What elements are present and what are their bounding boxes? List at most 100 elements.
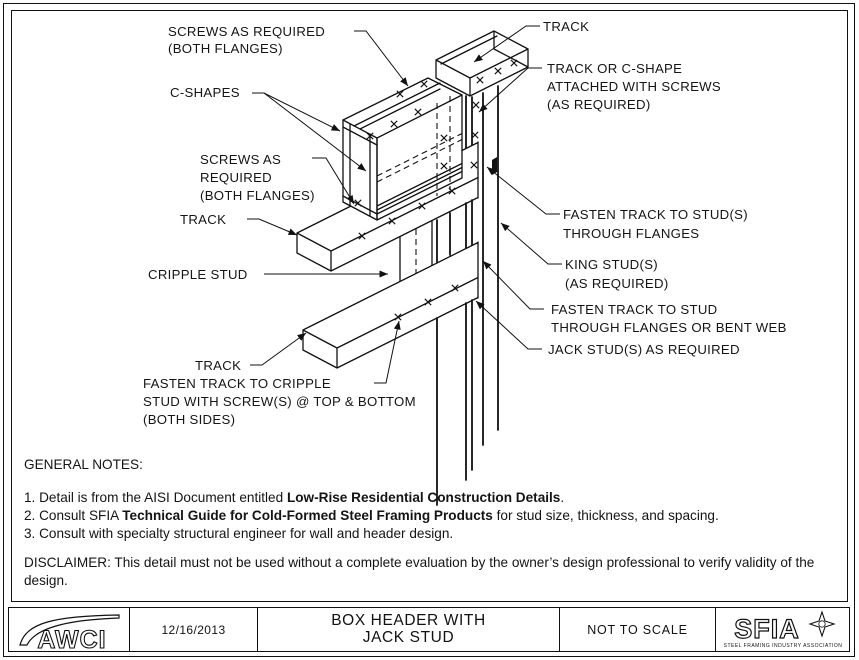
note-1-text: 1. Detail is from the AISI Document enti… [24, 490, 287, 505]
label-king-studs-2: (AS REQUIRED) [565, 276, 669, 291]
label-track-top: TRACK [543, 19, 589, 34]
screw-x-icon [390, 120, 398, 128]
framing-geometry [296, 30, 529, 369]
leader-cshapes-2 [263, 92, 367, 172]
leader-fasten-cripple [374, 320, 401, 384]
sfia-tagline: STEEL FRAMING INDUSTRY ASSOCIATION [723, 643, 842, 649]
sfia-logo: SFIA STEEL FRAMING INDUSTRY ASSOCIATION [723, 610, 842, 649]
sfia-star-icon [807, 610, 836, 638]
note-2-text: 2. Consult SFIA [24, 508, 123, 523]
sfia-star-center-icon [817, 620, 826, 628]
screw-x-icon [420, 80, 428, 88]
note-1-end: . [560, 490, 565, 505]
sfia-logo-cell: SFIA STEEL FRAMING INDUSTRY ASSOCIATION [716, 608, 849, 651]
note-1-bold: Low-Rise Residential Construction Detail… [286, 490, 561, 505]
label-screws-top-2: (BOTH FLANGES) [168, 41, 283, 56]
sheet-outer-border [3, 3, 855, 657]
screw-marks [354, 59, 518, 321]
note-item-3: 3. Consult with specialty structural eng… [24, 526, 454, 541]
leader-track-top [473, 25, 540, 63]
top-track [435, 30, 529, 97]
label-screws-mid-2: REQUIRED [200, 170, 272, 185]
label-king-studs-1: KING STUD(S) [565, 257, 658, 272]
track-stud-junction-mark [492, 157, 497, 175]
leader-cshapes-1 [252, 92, 341, 132]
scale-cell: NOT TO SCALE [560, 608, 716, 651]
screw-x-icon [354, 199, 362, 207]
label-fasten-flanges-2: THROUGH FLANGES [563, 226, 699, 241]
drawing-date: 12/16/2013 [161, 622, 226, 637]
screw-x-icon [414, 108, 422, 116]
screw-x-icon [510, 59, 518, 67]
leader-fasten-flanges [486, 166, 560, 215]
note-2-bold: Technical Guide for Cold-Formed Steel Fr… [122, 508, 493, 523]
screw-x-icon [451, 284, 459, 292]
general-notes-section: GENERAL NOTES: 1. Detail is from the AIS… [24, 456, 836, 590]
leader-jack-studs [475, 300, 542, 350]
screw-x-icon [471, 131, 479, 139]
screw-x-icon [440, 134, 448, 142]
label-fasten-web-1: FASTEN TRACK TO STUD [551, 302, 717, 317]
screw-x-icon [424, 298, 432, 306]
hidden-lines [376, 96, 463, 273]
leader-king-studs [500, 222, 562, 265]
label-fasten-cripple-2: STUD WITH SCREW(S) @ TOP & BOTTOM [143, 394, 416, 409]
awci-logo: AWCI [19, 613, 120, 651]
awci-logo-text: AWCI [37, 626, 106, 651]
general-notes-heading: GENERAL NOTES: [24, 457, 143, 472]
leader-track-or-cshape [478, 67, 542, 113]
leader-fasten-web [482, 260, 544, 310]
label-screws-mid-1: SCREWS AS [200, 152, 281, 167]
screw-x-icon [394, 313, 402, 321]
jack-stud-lines [436, 212, 451, 506]
cripple-stud-lines [399, 220, 433, 282]
screw-x-icon [440, 162, 448, 170]
label-screws-mid-3: (BOTH FLANGES) [200, 188, 315, 203]
leader-track-bottom [250, 332, 307, 366]
date-cell: 12/16/2013 [130, 608, 258, 651]
label-track-or-cshape-1: TRACK OR C-SHAPE [547, 61, 682, 76]
screw-x-icon [494, 67, 502, 75]
label-fasten-cripple-1: FASTEN TRACK TO CRIPPLE [143, 376, 331, 391]
label-track-or-cshape-2: ATTACHED WITH SCREWS [547, 79, 721, 94]
drawing-title-line-2: JACK STUD [362, 628, 455, 646]
leader-lines [247, 25, 562, 384]
bottom-track [302, 241, 479, 369]
screw-x-icon [448, 187, 456, 195]
label-jack-studs: JACK STUD(S) AS REQUIRED [548, 342, 740, 357]
screw-x-icon [358, 232, 366, 240]
hidden-stud-lines [415, 96, 451, 273]
header-front-face [376, 94, 463, 221]
leader-screws-top [354, 30, 409, 87]
screw-x-icon [418, 202, 426, 210]
note-item-2: 2. Consult SFIA Technical Guide for Cold… [24, 507, 836, 525]
label-track-or-cshape-3: (AS REQUIRED) [547, 97, 651, 112]
title-block: AWCI 12/16/2013 BOX HEADER WITH JACK STU… [8, 607, 850, 652]
callout-labels: SCREWS AS REQUIRED (BOTH FLANGES) TRACK … [143, 19, 787, 427]
label-track-mid: TRACK [180, 212, 226, 227]
drawing-title-line-1: BOX HEADER WITH [331, 612, 486, 629]
label-cripple-stud: CRIPPLE STUD [148, 267, 248, 282]
disclaimer-text: DISCLAIMER: This detail must not be used… [24, 555, 815, 588]
screw-x-icon [470, 161, 478, 169]
scale-text: NOT TO SCALE [587, 622, 688, 637]
note-2-end: for stud size, thickness, and spacing. [492, 508, 719, 523]
screw-x-icon [366, 132, 374, 140]
screw-x-icon [472, 101, 480, 109]
label-fasten-web-2: THROUGH FLANGES OR BENT WEB [551, 320, 787, 335]
label-track-bottom: TRACK [195, 358, 241, 373]
header-hidden-lip-lines [376, 133, 463, 183]
screw-x-icon [476, 76, 484, 84]
note-item-1: 1. Detail is from the AISI Document enti… [24, 489, 836, 507]
leader-screws-mid [312, 157, 355, 205]
header-top-lip-lines [353, 82, 441, 130]
label-cshapes: C-SHAPES [170, 85, 240, 100]
awci-logo-cell: AWCI [9, 608, 130, 651]
screw-x-icon [396, 90, 404, 98]
king-stud-lines [465, 85, 499, 481]
awci-swoosh-icon [19, 613, 120, 646]
mid-track [296, 141, 479, 272]
sfia-logo-text: SFIA [734, 614, 800, 644]
label-fasten-flanges-1: FASTEN TRACK TO STUD(S) [563, 207, 748, 222]
